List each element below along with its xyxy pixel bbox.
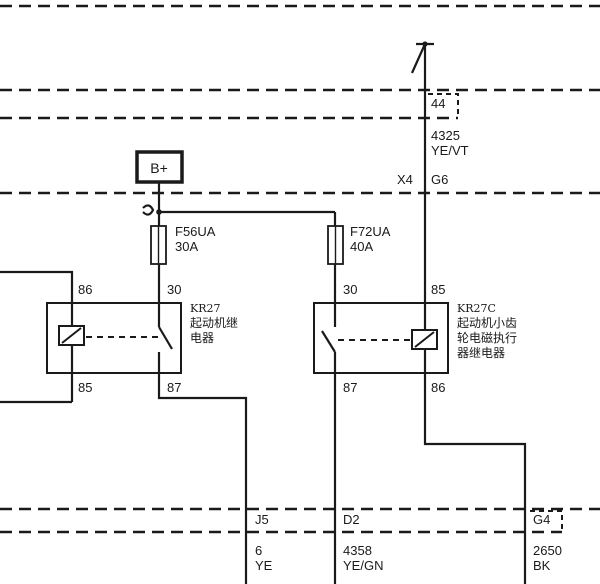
relay-switch-contact (157, 303, 173, 373)
relay-id: KR27C (457, 302, 496, 315)
wire-color: YE (255, 558, 273, 573)
fuse-rating: 30A (175, 239, 198, 254)
connector-pin-label: 44 (431, 96, 445, 111)
circuit-number: 4325 (431, 128, 460, 143)
fuse-rating: 40A (350, 239, 373, 254)
relay-kr27-box (46, 302, 182, 374)
connector-id: X4 (397, 172, 413, 187)
relay-pin-label: 85 (431, 282, 445, 297)
connector-bracket (428, 93, 459, 118)
connector-bracket (530, 510, 563, 532)
relay-pin-label: 85 (78, 380, 92, 395)
relay-name: 轮电磁执行 (457, 330, 517, 345)
circuit-number: 4358 (343, 543, 372, 558)
fuse-id: F72UA (350, 224, 391, 239)
relay-id: KR27 (190, 302, 221, 315)
connector-pin-label: J5 (255, 512, 269, 527)
relay-name: 器继电器 (457, 346, 505, 360)
relay-pin-label: 86 (431, 380, 445, 395)
relay-pin-label: 87 (167, 380, 181, 395)
relay-coil-symbol (58, 303, 85, 373)
relay-pin-label: 86 (78, 282, 92, 297)
kr27-control-wire (0, 270, 74, 303)
relay-pin-label: 30 (343, 282, 357, 297)
connector-pin-label: G4 (533, 512, 550, 527)
relay-coil-symbol (411, 303, 438, 373)
wire-color: YE/GN (343, 558, 383, 573)
relay-name: 电器 (190, 331, 214, 345)
relay-pin-label: 30 (167, 282, 181, 297)
relay-switch-contact (321, 303, 337, 373)
switch-terminal-symbol (410, 41, 434, 74)
kr27c-ground-wire (423, 373, 527, 584)
relay-name: 起动机继 (190, 316, 238, 330)
connector-pin-label: D2 (343, 512, 360, 527)
kr27-output-wire (157, 373, 248, 584)
relay-name: 起动机小齿 (457, 316, 517, 330)
relay-pin-label: 87 (343, 380, 357, 395)
relay-kr27c-box (313, 302, 449, 374)
connector-pin-label: G6 (431, 172, 448, 187)
circuit-number: 2650 (533, 543, 562, 558)
wire-color: YE/VT (431, 143, 469, 158)
wire-jumper-symbol (142, 204, 155, 216)
circuit-number: 6 (255, 543, 262, 558)
battery-label: B+ (150, 160, 168, 176)
fuse-id: F56UA (175, 224, 216, 239)
wire-color: BK (533, 558, 551, 573)
